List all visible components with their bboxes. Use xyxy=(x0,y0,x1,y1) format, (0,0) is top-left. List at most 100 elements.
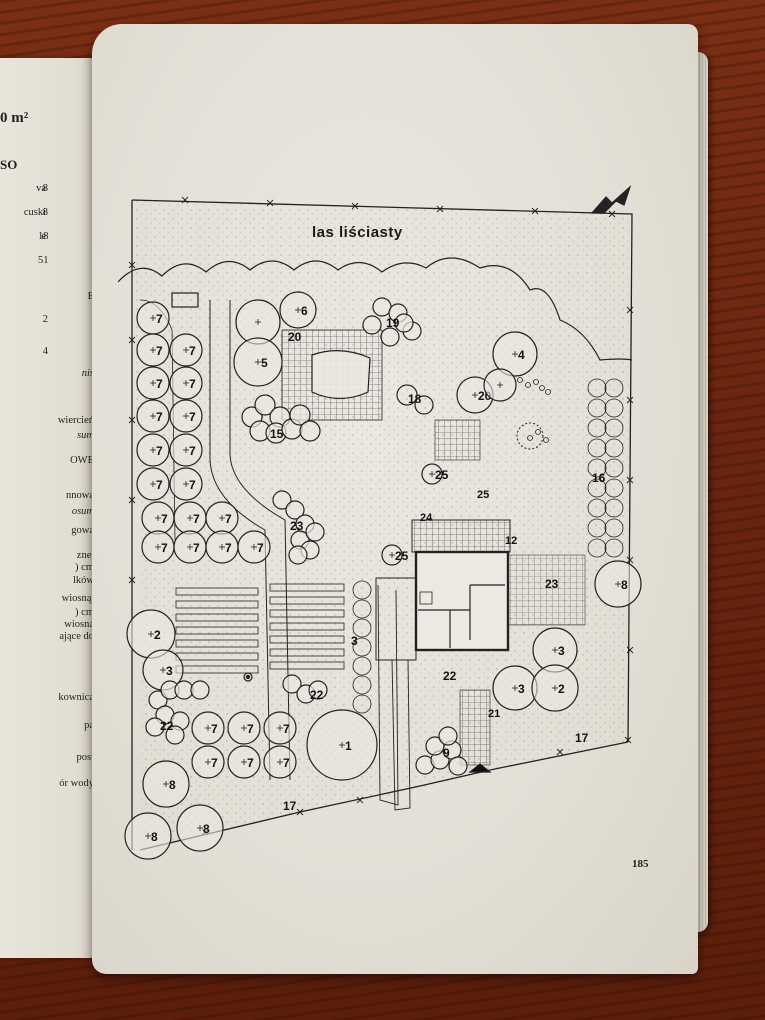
garden-pond xyxy=(311,350,371,400)
hedge-shrub xyxy=(604,498,624,518)
plan-label: 17 xyxy=(283,799,297,813)
boundary-marker xyxy=(181,196,189,204)
plan-label: 7 xyxy=(156,478,163,492)
boundary-marker xyxy=(626,306,634,314)
left-page-line: lków xyxy=(73,575,94,586)
well-icon xyxy=(243,672,253,682)
left-page-line: cuski xyxy=(23,207,46,218)
hedge-shrub xyxy=(352,694,372,714)
shrub-symbol xyxy=(165,725,185,745)
small-shrub xyxy=(539,385,545,391)
compost-box xyxy=(171,292,199,308)
vegetable-bed xyxy=(175,626,259,635)
hedge-shrub xyxy=(587,378,607,398)
small-shrub xyxy=(543,437,549,443)
left-page-line: ające do xyxy=(59,631,94,642)
small-shrub xyxy=(525,382,531,388)
hedge-shrub xyxy=(587,438,607,458)
plan-label: 7 xyxy=(189,444,196,458)
hedge-shrub xyxy=(604,538,624,558)
well-icon-center xyxy=(245,674,251,680)
vegetable-bed xyxy=(269,661,345,670)
plan-label: 3 xyxy=(166,664,173,678)
hedge-shrub xyxy=(352,675,372,695)
shrub-symbol xyxy=(372,297,392,317)
shrub-symbol xyxy=(299,420,321,442)
hedge-shrub xyxy=(352,599,372,619)
boundary-marker xyxy=(556,748,564,756)
boundary-marker xyxy=(296,808,304,816)
left-page-line: wiercień xyxy=(57,415,94,426)
left-page-line: wiosną xyxy=(64,619,94,630)
plan-label: 7 xyxy=(211,722,218,736)
boundary-marker xyxy=(128,336,136,344)
shrub-symbol xyxy=(174,680,194,700)
plan-label: 7 xyxy=(247,722,254,736)
plan-label: 2 xyxy=(558,682,565,696)
shrub-symbol xyxy=(396,384,418,406)
hedge-shrub xyxy=(604,378,624,398)
plan-label: 3 xyxy=(558,644,565,658)
left-page-number: 4 xyxy=(42,346,48,357)
shrub-symbol xyxy=(308,680,328,700)
plan-label: 7 xyxy=(156,344,163,358)
small-shrub xyxy=(517,377,523,383)
plan-label: 22 xyxy=(310,688,324,702)
boundary-marker xyxy=(351,202,359,210)
shrub-symbol xyxy=(190,680,210,700)
shrub-symbol xyxy=(414,395,434,415)
plan-label: 7 xyxy=(283,756,290,770)
plan-label: 8 xyxy=(203,822,210,836)
hedge-shrub xyxy=(587,498,607,518)
shrub-symbol xyxy=(305,522,325,542)
plan-label: 7 xyxy=(189,410,196,424)
plan-label: 21 xyxy=(488,708,500,720)
plan-label: 7 xyxy=(189,344,196,358)
forest-edge xyxy=(117,257,633,361)
path-tiles xyxy=(434,419,481,461)
hedge-shrub xyxy=(352,656,372,676)
vegetable-bed xyxy=(175,600,259,609)
plan-label: 18 xyxy=(408,392,422,406)
boundary-marker xyxy=(436,205,444,213)
driveway xyxy=(391,659,411,811)
vegetable-bed xyxy=(175,639,259,648)
north-arrow-icon xyxy=(590,185,632,214)
hedge-shrub xyxy=(587,418,607,438)
shrub-symbol xyxy=(254,394,276,416)
boundary-marker xyxy=(128,416,136,424)
plan-label: 7 xyxy=(193,541,200,555)
plan-label: 7 xyxy=(247,756,254,770)
hedge-shrub xyxy=(604,478,624,498)
hedge-shrub xyxy=(604,518,624,538)
shrub-symbol xyxy=(282,674,302,694)
plan-label: 7 xyxy=(283,722,290,736)
plan-label: 23 xyxy=(545,577,559,591)
property-boundary-bottom xyxy=(139,741,629,851)
plan-label: 8 xyxy=(169,778,176,792)
shrub-symbol xyxy=(145,717,165,737)
plan-label: 7 xyxy=(156,444,163,458)
plan-label: 7 xyxy=(211,756,218,770)
plan-label: 3 xyxy=(518,682,525,696)
boundary-marker xyxy=(531,207,539,215)
house-terrace xyxy=(411,519,511,553)
shrub-symbol xyxy=(285,500,305,520)
shrub-symbol xyxy=(288,545,308,565)
plan-label: 7 xyxy=(156,410,163,424)
plan-label: 25 xyxy=(435,468,449,482)
plan-label: 23 xyxy=(290,519,304,533)
left-page-line: post xyxy=(76,752,94,763)
plan-label: 6 xyxy=(301,304,308,318)
left-page-line: pa xyxy=(84,720,94,731)
plan-label: 20 xyxy=(288,330,302,344)
shrub-symbol xyxy=(289,404,311,426)
shrub-symbol xyxy=(380,327,400,347)
left-page-line: E xyxy=(87,291,94,302)
small-shrub xyxy=(533,379,539,385)
left-page-number: 18 xyxy=(38,231,49,242)
hedge-shrub xyxy=(587,518,607,538)
plan-label: 5 xyxy=(261,356,268,370)
boundary-marker xyxy=(266,199,274,207)
